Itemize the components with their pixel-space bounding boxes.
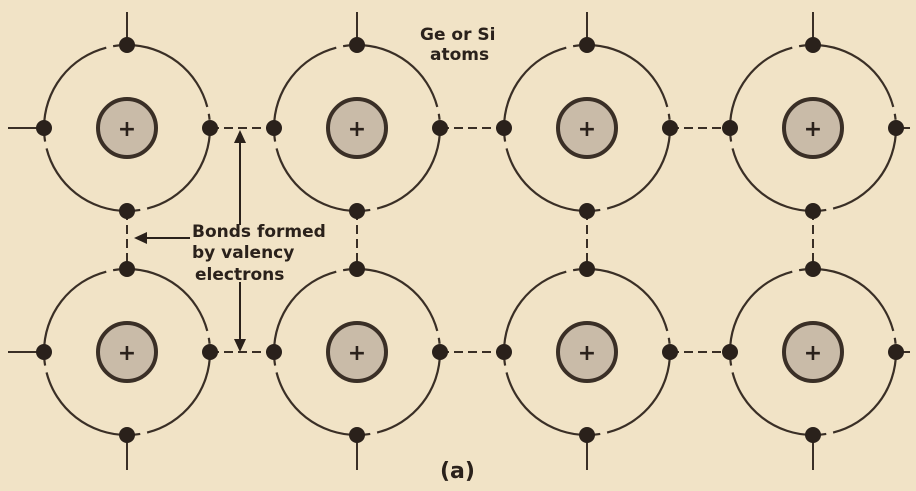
arrowhead-vertical-bond: [134, 232, 147, 244]
arrowhead-bottom-bond: [234, 339, 246, 352]
valence-electron-r0c2-0: [579, 37, 595, 53]
valence-electron-r0c0-3: [202, 120, 218, 136]
valence-electron-r1c3-2: [722, 344, 738, 360]
valence-electron-r1c3-0: [805, 261, 821, 277]
valence-electron-r0c3-1: [805, 203, 821, 219]
valence-electron-r0c0-1: [119, 203, 135, 219]
bond-label-line-2: by valency: [192, 243, 294, 263]
valence-electron-r0c0-2: [36, 120, 52, 136]
valence-electron-r1c0-3: [202, 344, 218, 360]
nucleus-charge-r1c0: +: [118, 341, 136, 366]
nucleus-charge-r1c2: +: [578, 341, 596, 366]
figure-caption: (a): [440, 459, 475, 484]
valence-electron-r0c1-1: [349, 203, 365, 219]
valence-electron-r1c2-2: [496, 344, 512, 360]
valence-electron-r1c1-3: [432, 344, 448, 360]
valence-electron-r1c3-3: [888, 344, 904, 360]
valence-electron-r0c3-3: [888, 120, 904, 136]
valence-electron-r0c3-2: [722, 120, 738, 136]
valence-electron-r1c1-1: [349, 427, 365, 443]
atom-label-line-1: Ge or Si: [420, 25, 495, 45]
nucleus-charge-r0c0: +: [118, 117, 136, 142]
valence-electron-r0c1-2: [266, 120, 282, 136]
valence-electron-r1c0-0: [119, 261, 135, 277]
bond-label-line-1: Bonds formed: [192, 222, 326, 242]
valence-electron-r0c0-0: [119, 37, 135, 53]
valence-electron-r1c0-1: [119, 427, 135, 443]
bond-label: Bonds formed by valency electrons: [192, 222, 326, 285]
valence-electron-r0c2-1: [579, 203, 595, 219]
nucleus-charge-r1c3: +: [804, 341, 822, 366]
valence-electron-r0c1-0: [349, 37, 365, 53]
nucleus-charge-r0c1: +: [348, 117, 366, 142]
valence-electron-r0c3-0: [805, 37, 821, 53]
valence-electron-r1c1-2: [266, 344, 282, 360]
valence-electron-r1c2-3: [662, 344, 678, 360]
nucleus-charge-r0c2: +: [578, 117, 596, 142]
valence-electron-r0c2-2: [496, 120, 512, 136]
arrowhead-top-bond: [234, 130, 246, 143]
valence-electron-r1c2-0: [579, 261, 595, 277]
valence-electron-r1c2-1: [579, 427, 595, 443]
valence-electron-r1c3-1: [805, 427, 821, 443]
valence-electron-r0c1-3: [432, 120, 448, 136]
atom-label-line-2: atoms: [430, 45, 489, 65]
nucleus-charge-r1c1: +: [348, 341, 366, 366]
valence-electron-r0c2-3: [662, 120, 678, 136]
valence-electron-r1c1-0: [349, 261, 365, 277]
nucleus-charge-r0c3: +: [804, 117, 822, 142]
valence-electron-r1c0-2: [36, 344, 52, 360]
